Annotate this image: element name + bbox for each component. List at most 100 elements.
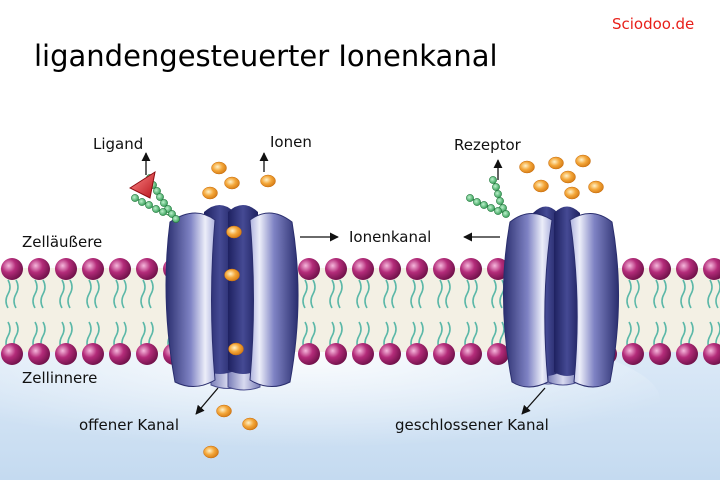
lipid-tail bbox=[680, 279, 686, 309]
ion bbox=[211, 161, 227, 175]
closed-channel-subunit-right bbox=[569, 213, 620, 388]
lipid-tail bbox=[67, 279, 73, 309]
receptor-chain-left-bead bbox=[172, 215, 180, 223]
brand-logo: Sciodoo.de bbox=[612, 15, 694, 33]
open-channel-subunit-left bbox=[165, 212, 216, 387]
ion bbox=[588, 180, 604, 194]
receptor-chain-left-bead bbox=[131, 194, 139, 202]
lipid-head bbox=[487, 343, 509, 365]
lipid-tail bbox=[13, 279, 19, 309]
lipid-tail bbox=[707, 279, 713, 309]
lipid-head bbox=[82, 258, 104, 280]
ion bbox=[216, 404, 232, 418]
lipid-tail bbox=[32, 279, 38, 309]
lipid-tail bbox=[653, 279, 659, 309]
receptor-chain-right-bead bbox=[487, 204, 495, 212]
lipid-head bbox=[406, 343, 428, 365]
lipid-head bbox=[1, 343, 23, 365]
ion bbox=[203, 445, 219, 459]
lipid-head bbox=[433, 343, 455, 365]
label-zellaeussere: Zelläußere bbox=[22, 233, 102, 251]
ion bbox=[224, 176, 240, 190]
label-rezeptor: Rezeptor bbox=[454, 136, 522, 154]
lipid-tail bbox=[59, 279, 65, 309]
receptor-chain-left-bead bbox=[160, 199, 168, 207]
receptor-chain-right-bead bbox=[480, 201, 488, 209]
label-geschlossener-kanal: geschlossener Kanal bbox=[395, 416, 549, 434]
lipid-head bbox=[1, 258, 23, 280]
lipid-head bbox=[298, 258, 320, 280]
label-ionen: Ionen bbox=[270, 133, 312, 151]
receptor-chain-left-bead bbox=[145, 201, 153, 209]
receptor-chain-left-bead bbox=[152, 205, 160, 213]
lipid-head bbox=[55, 343, 77, 365]
ion bbox=[202, 186, 218, 200]
lipid-head bbox=[28, 343, 50, 365]
receptor-chain-right-bead bbox=[496, 197, 504, 205]
receptor-chain-right-bead bbox=[466, 194, 474, 202]
lipid-head bbox=[460, 258, 482, 280]
open-channel bbox=[165, 205, 299, 391]
receptor-chain-left-bead bbox=[156, 193, 164, 201]
lipid-tail bbox=[410, 279, 416, 309]
lipid-head bbox=[433, 258, 455, 280]
lipid-head bbox=[649, 258, 671, 280]
lipid-tail bbox=[626, 279, 632, 309]
receptor-chain-right-bead bbox=[502, 210, 510, 218]
ion bbox=[224, 268, 240, 282]
ion bbox=[575, 154, 591, 168]
lipid-head bbox=[352, 343, 374, 365]
lipid-head bbox=[55, 258, 77, 280]
pointer-arrows bbox=[141, 152, 546, 415]
lipid-tail bbox=[302, 279, 308, 309]
lipid-tail bbox=[634, 279, 640, 309]
lipid-head bbox=[136, 258, 158, 280]
lipid-tail bbox=[383, 279, 389, 309]
closed-channel bbox=[502, 206, 620, 388]
lipid-head bbox=[82, 343, 104, 365]
lipid-head bbox=[676, 343, 698, 365]
lipid-tail bbox=[491, 279, 497, 309]
lipid-head bbox=[379, 258, 401, 280]
ion bbox=[533, 179, 549, 193]
lipid-tail bbox=[94, 279, 100, 309]
lipid-tail bbox=[310, 279, 316, 309]
lipid-tail bbox=[40, 279, 46, 309]
lipid-head bbox=[622, 258, 644, 280]
lipid-tail bbox=[445, 279, 451, 309]
receptor-chain-left-bead bbox=[159, 208, 167, 216]
receptor-chain-right-bead bbox=[473, 198, 481, 206]
lipid-head bbox=[460, 343, 482, 365]
lipid-head bbox=[136, 343, 158, 365]
lipid-head bbox=[622, 343, 644, 365]
label-zellinnere: Zellinnere bbox=[22, 369, 97, 387]
receptor-chain-right-bead bbox=[492, 183, 500, 191]
lipid-head bbox=[109, 343, 131, 365]
lipid-tail bbox=[86, 279, 92, 309]
lipid-head bbox=[703, 258, 720, 280]
diagram-title: ligandengesteuerter Ionenkanal bbox=[34, 39, 498, 73]
lipid-head bbox=[649, 343, 671, 365]
lipid-head bbox=[379, 343, 401, 365]
lipid-head bbox=[406, 258, 428, 280]
lipid-tail bbox=[472, 279, 478, 309]
lipid-tail bbox=[140, 279, 146, 309]
lipid-head bbox=[325, 343, 347, 365]
lipid-head bbox=[28, 258, 50, 280]
lipid-tail bbox=[113, 279, 119, 309]
lipid-tail bbox=[364, 279, 370, 309]
closed-channel-subunit-left bbox=[502, 213, 553, 388]
lipid-tail bbox=[688, 279, 694, 309]
lipid-tail bbox=[391, 279, 397, 309]
receptor-chain-right bbox=[466, 176, 510, 218]
ion bbox=[564, 186, 580, 200]
receptor-chain-right-bead bbox=[489, 176, 497, 184]
lipid-head bbox=[325, 258, 347, 280]
open-channel-subunit-right bbox=[249, 212, 299, 387]
lipid-tail bbox=[329, 279, 335, 309]
ions bbox=[202, 154, 604, 459]
ion bbox=[226, 225, 242, 239]
receptor-chain-right-bead bbox=[494, 190, 502, 198]
lipid-tail bbox=[437, 279, 443, 309]
arrow-offener-kanal bbox=[195, 387, 219, 415]
